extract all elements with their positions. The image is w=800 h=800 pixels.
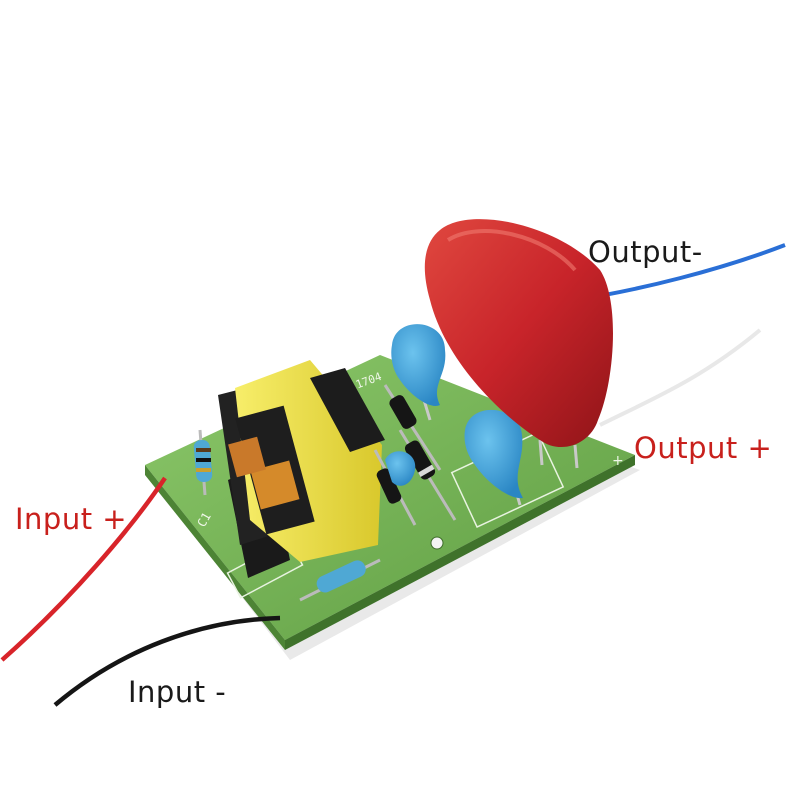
output-negative-label: Output- bbox=[588, 235, 703, 269]
input-negative-label: Input - bbox=[128, 675, 227, 709]
diode-2 bbox=[398, 429, 457, 521]
silk-plus: + bbox=[612, 453, 624, 469]
resistor-bottom bbox=[299, 558, 381, 602]
red-input-wire bbox=[0, 476, 167, 662]
mounting-hole bbox=[430, 536, 444, 550]
ceramic-capacitor-1 bbox=[391, 324, 446, 421]
output-positive-label: Output + bbox=[634, 431, 773, 465]
pcb-edge bbox=[145, 465, 285, 650]
film-capacitor bbox=[424, 219, 613, 469]
silk-c1: C1 bbox=[194, 510, 213, 530]
resistor-input bbox=[193, 429, 213, 496]
black-input-wire bbox=[53, 615, 281, 707]
diode-3 bbox=[373, 449, 417, 526]
input-positive-label: Input + bbox=[15, 502, 128, 536]
white-wire bbox=[599, 328, 762, 427]
pcb-edge-right bbox=[285, 455, 635, 650]
diode-1 bbox=[383, 384, 442, 471]
ceramic-capacitor-2 bbox=[464, 409, 523, 506]
transformer bbox=[218, 360, 385, 562]
ceramic-capacitor-3 bbox=[385, 451, 416, 486]
